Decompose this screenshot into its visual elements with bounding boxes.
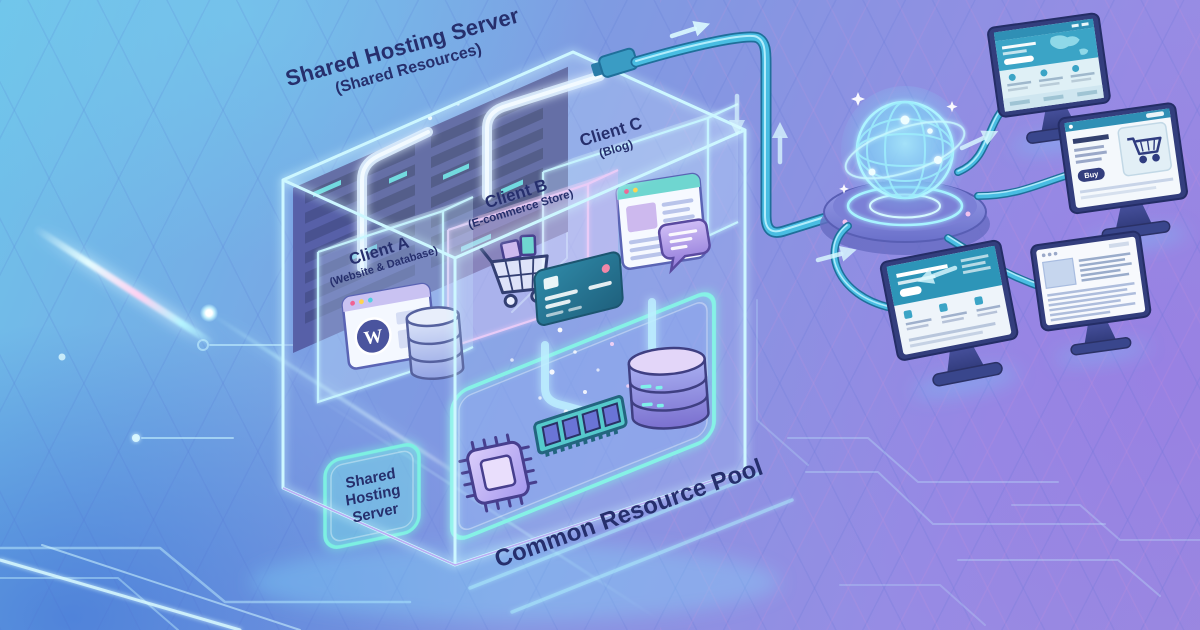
client-c-box [541, 103, 739, 292]
client-b-box [446, 169, 624, 350]
cart-glyph [1127, 136, 1162, 164]
floor-reflection-lines [468, 472, 794, 614]
wordpress-w-glyph: W [363, 326, 384, 350]
server-rack-wall [293, 66, 568, 353]
cable-connector-server [591, 47, 639, 78]
comment-bubble-icon [657, 218, 711, 275]
monitor-blog [1030, 230, 1152, 365]
database-stack-icon [627, 346, 710, 430]
server-box-edge-accents [282, 469, 746, 566]
credit-card-icon [533, 251, 624, 327]
client-a-box: W [316, 196, 474, 404]
server-floor-glow [250, 544, 780, 620]
database-icon [405, 306, 465, 380]
shopping-cart-icon [479, 234, 549, 308]
ram-icon [533, 395, 628, 457]
globe-network-icon [839, 86, 969, 214]
cpu-icon [458, 433, 538, 513]
monitor-landing-page [879, 239, 1020, 398]
light-streak-spark [200, 304, 218, 322]
arrow-up [772, 122, 788, 162]
globe-sparkles [839, 92, 958, 194]
monitor-ecommerce: Buy [1057, 102, 1188, 252]
server-box: W [281, 50, 747, 567]
server-box-top-face [283, 52, 745, 258]
buy-button: Buy [1084, 169, 1100, 180]
